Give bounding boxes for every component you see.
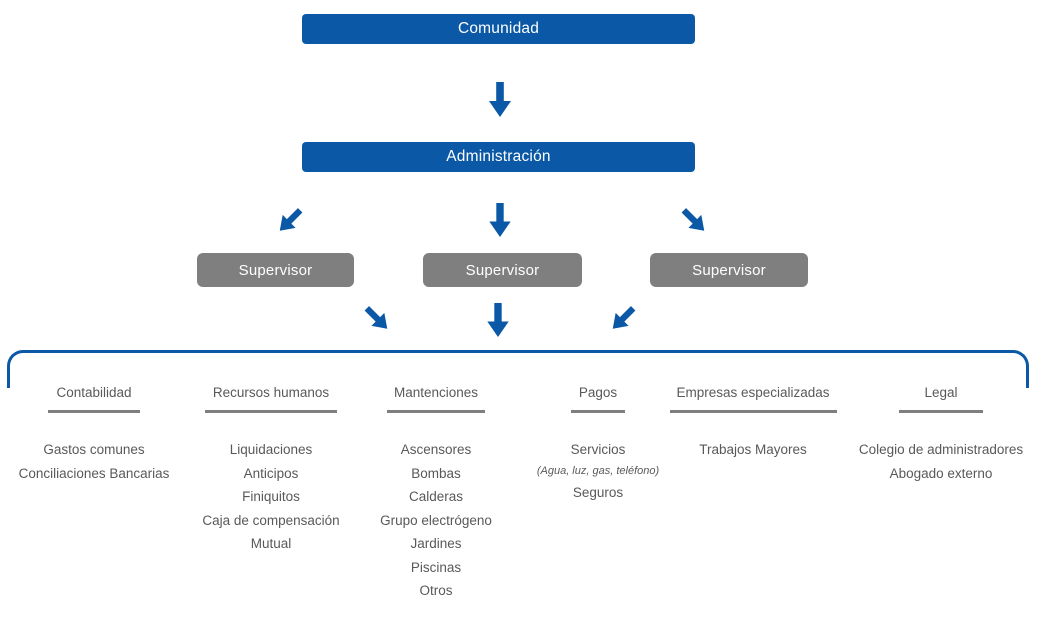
node-administracion: Administración — [302, 142, 695, 172]
title-underline — [899, 410, 983, 413]
department-item: Finiquitos — [242, 489, 300, 504]
department-item: Trabajos Mayores — [699, 442, 807, 457]
title-underline — [669, 410, 837, 413]
department-item: Mutual — [250, 536, 292, 551]
department-column-mantenciones: Mantenciones Ascensores Bombas Calderas … — [346, 384, 526, 603]
arrow-down-icon — [489, 203, 511, 237]
node-supervisor-2: Supervisor — [423, 253, 582, 287]
node-supervisor-1: Supervisor — [197, 253, 354, 287]
department-item: Jardines — [410, 536, 462, 551]
department-item: Servicios — [570, 442, 626, 457]
title-underline — [205, 410, 337, 413]
title-underline — [387, 410, 485, 413]
node-comunidad: Comunidad — [302, 14, 695, 44]
department-item: Calderas — [408, 489, 464, 504]
department-item: Conciliaciones Bancarias — [18, 465, 170, 481]
arrow-down-right-icon — [677, 203, 712, 238]
department-item: Bombas — [411, 465, 461, 481]
title-underline — [48, 410, 140, 413]
arrow-down-right-icon — [360, 301, 395, 336]
department-item: Ascensores — [400, 442, 472, 457]
department-title: Legal — [924, 385, 958, 400]
department-item: Abogado externo — [889, 465, 993, 481]
department-item: Caja de compensación — [202, 512, 340, 528]
department-item-note: (Agua, luz, gas, teléfono) — [536, 464, 660, 477]
department-column-pagos: Pagos Servicios (Agua, luz, gas, teléfon… — [518, 384, 678, 504]
arrow-down-left-icon — [606, 301, 641, 336]
department-title: Pagos — [578, 385, 618, 400]
department-title: Contabilidad — [56, 385, 132, 400]
department-title: Empresas especializadas — [676, 385, 830, 400]
department-column-legal: Legal Colegio de administradores Abogado… — [841, 384, 1040, 485]
department-item: Grupo electrógeno — [380, 512, 492, 528]
arrow-down-left-icon — [273, 203, 308, 238]
department-item: Anticipos — [243, 465, 299, 481]
department-item: Gastos comunes — [43, 442, 145, 457]
arrow-down-icon — [487, 303, 509, 337]
department-title: Recursos humanos — [212, 385, 330, 400]
arrow-down-icon — [489, 82, 511, 117]
node-supervisor-3: Supervisor — [650, 253, 808, 287]
department-item: Seguros — [572, 484, 624, 500]
department-column-contabilidad: Contabilidad Gastos comunes Conciliacion… — [4, 384, 184, 485]
department-title: Mantenciones — [393, 385, 479, 400]
departments-bracket — [7, 350, 1029, 388]
department-item: Otros — [419, 583, 453, 598]
title-underline — [571, 410, 625, 413]
department-column-recursos-humanos: Recursos humanos Liquidaciones Anticipos… — [181, 384, 361, 556]
department-item: Piscinas — [410, 559, 462, 575]
department-column-empresas-especializadas: Empresas especializadas Trabajos Mayores — [653, 384, 853, 462]
department-item: Liquidaciones — [229, 442, 313, 457]
department-item: Colegio de administradores — [858, 442, 1024, 457]
